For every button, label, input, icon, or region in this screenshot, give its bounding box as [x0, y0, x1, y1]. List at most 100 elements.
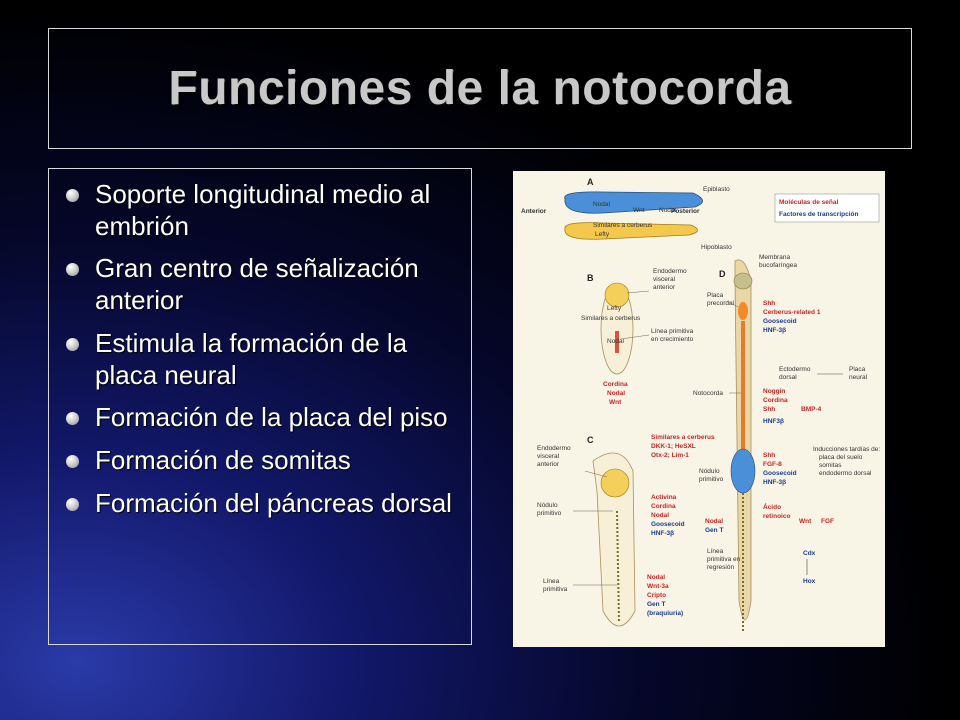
c-blue3-2: (braquiuria) [647, 610, 683, 617]
b-linea-1: Línea primitiva [651, 328, 694, 335]
b-red-1: Cordina [603, 381, 628, 388]
b-lefty-label: Lefty [607, 305, 622, 312]
epiblasto-label: Epiblasto [703, 186, 730, 193]
placa-neural-1: Placa [849, 366, 866, 373]
b-endoderm-1: Endodermo [653, 268, 687, 275]
c-blue2-1: Goosecoid [651, 521, 685, 528]
panel-b-label: B [587, 273, 594, 283]
inducciones-1: Inducciones tardías de: [813, 446, 880, 453]
bullet-item: Estimula la formación de la placa neural [63, 328, 459, 391]
bullet-dot-icon [66, 263, 79, 277]
d-noggin-2: Cordina [763, 397, 788, 404]
bullet-dot-icon [66, 337, 79, 351]
d-noggin-3: Shh [763, 406, 775, 413]
linea-d-3: regresión [707, 564, 734, 571]
bullet-item: Formación del páncreas dorsal [63, 488, 459, 520]
acido-2: retinoico [763, 513, 790, 520]
d-shh-1: Shh [763, 300, 775, 307]
linea-d-2: primitiva en [707, 556, 741, 563]
cdx-label: Cdx [803, 550, 816, 557]
panel-a-label: A [587, 177, 594, 187]
connector-line [626, 290, 650, 294]
prechordal-plate [738, 302, 748, 320]
c-blue3-1: Gen T [647, 601, 665, 608]
buccopharyngeal-membrane [733, 272, 753, 290]
bullet-item: Gran centro de señalización anterior [63, 253, 459, 316]
c-end-2: visceral [537, 453, 560, 460]
nodal2-label: Nodal [659, 207, 677, 214]
bullet-dot-icon [66, 412, 79, 426]
nodal-label: Nodal [593, 201, 611, 208]
c-red2-2: Cordina [651, 503, 676, 510]
gent-d: Gen T [705, 527, 723, 534]
notochord-rod [741, 321, 745, 461]
bullet-text: Formación de somitas [95, 445, 351, 476]
ectodermo-2: dorsal [779, 374, 797, 381]
nodulo-d-2: primitivo [699, 476, 724, 483]
linea-c-1: Línea [543, 578, 560, 585]
b-similares-label: Similares a cerberus [581, 315, 641, 322]
inducciones-2: placa del suelo [819, 454, 863, 461]
nodal-d: Nodal [705, 518, 723, 525]
d-hnf3b: HNF3β [763, 418, 784, 425]
c-red3-2: Wnt-3a [647, 583, 669, 590]
bullet-text: Gran centro de señalización anterior [95, 253, 419, 316]
hox-label: Hox [803, 578, 816, 585]
b-linea-2: en crecimiento [651, 336, 694, 343]
nodulo-c-1: Nódulo [537, 502, 558, 509]
d-blue2-2: HNF-3β [763, 479, 786, 486]
similares-a-label: Similares a cerberus [593, 222, 653, 229]
wnt-d: Wnt [799, 518, 812, 525]
legend-box [774, 193, 880, 223]
bullet-dot-icon [66, 497, 79, 511]
hypoblast-shape [564, 222, 698, 240]
nodulo-d-1: Nódulo [699, 468, 720, 475]
panel-c-yellow-circle [600, 468, 630, 498]
panel-b-yellow-circle [604, 282, 630, 308]
d-shh-2: Cerberus-related 1 [763, 309, 821, 316]
connector-line [620, 334, 650, 340]
c-red1-2: DKK-1; HeSXL [651, 443, 696, 450]
bullet-text: Soporte longitudinal medio al embrión [95, 179, 431, 241]
c-red2-3: Nodal [651, 512, 669, 519]
slide-title: Funciones de la notocorda [168, 62, 792, 115]
hipoblasto-label: Hipoblasto [701, 244, 732, 251]
b-red-3: Wnt [609, 399, 622, 406]
bullet-dot-icon [66, 455, 79, 469]
c-red3-3: Cripto [647, 592, 666, 599]
notocorda-label: Notocorda [693, 390, 723, 397]
anterior-label: Anterior [521, 208, 547, 215]
d-goose-1: Goosecoid [763, 318, 797, 325]
b-nodal-label: Nodal [607, 338, 625, 345]
bullet-text: Formación del páncreas dorsal [95, 487, 452, 518]
d-goose-2: HNF-3β [763, 327, 786, 334]
d-blue2-1: Goosecoid [763, 470, 797, 477]
connector-line [726, 300, 739, 308]
c-red1-3: Otx-2; Lim-1 [651, 452, 689, 459]
c-blue2-2: HNF-3β [651, 530, 674, 537]
placa-neural-2: neural [849, 374, 868, 381]
bullet-item: Soporte longitudinal medio al embrión [63, 179, 459, 242]
d-shh2-2: FGF-8 [763, 461, 782, 468]
c-red3-1: Nodal [647, 574, 665, 581]
connector-line [584, 470, 608, 478]
bullet-list-box: Soporte longitudinal medio al embrión Gr… [48, 168, 472, 645]
b-endoderm-2: visceral [653, 276, 676, 283]
bullet-item: Formación de somitas [63, 445, 459, 477]
panel-b-primitive-streak [615, 331, 619, 353]
inducciones-4: endodermo dorsal [819, 470, 872, 477]
c-red2-1: Activina [651, 494, 677, 501]
d-noggin-1: Noggin [763, 388, 785, 395]
b-endoderm-3: anterior [653, 284, 676, 291]
primitive-node-d [730, 448, 756, 494]
fgf-d: FGF [821, 518, 834, 525]
legend-signal: Moléculas de señal [779, 199, 838, 206]
bullet-list: Soporte longitudinal medio al embrión Gr… [63, 179, 459, 519]
d-shh2-1: Shh [763, 452, 775, 459]
c-end-3: anterior [537, 461, 560, 468]
epiblast-shape [564, 191, 703, 214]
acido-1: Ácido [763, 502, 781, 511]
panel-d-label: D [719, 269, 726, 279]
legend-transcription: Factores de transcripción [779, 211, 858, 218]
bullet-text: Estimula la formación de la placa neural [95, 327, 408, 390]
